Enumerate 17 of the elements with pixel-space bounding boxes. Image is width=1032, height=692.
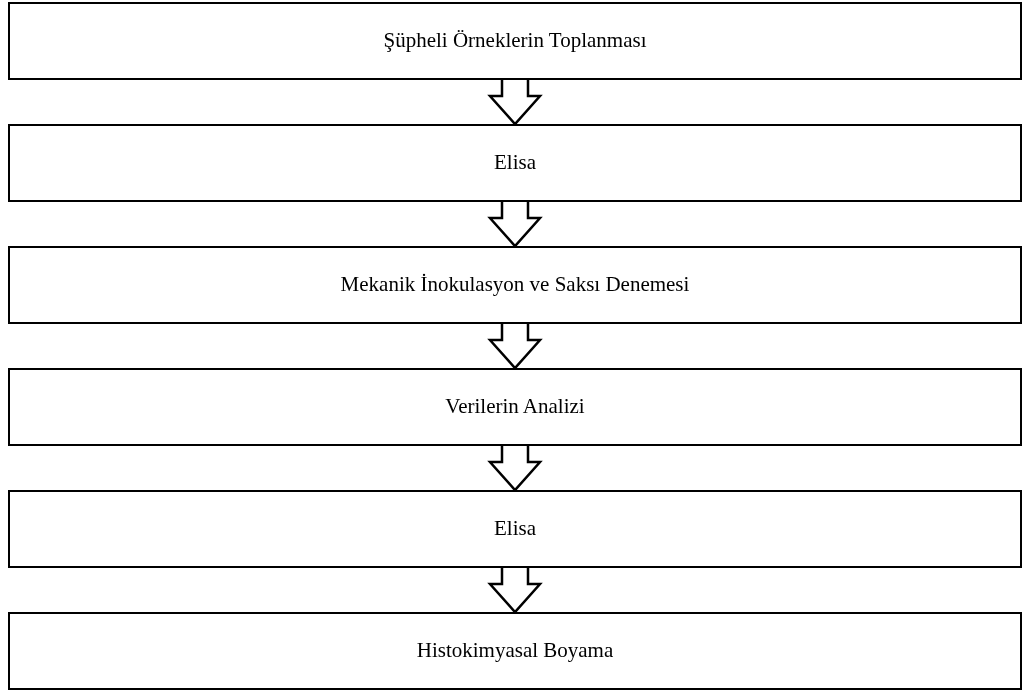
block-arrow <box>487 566 543 614</box>
block-arrow <box>487 200 543 248</box>
block-arrow <box>487 322 543 370</box>
block-arrow <box>487 444 543 492</box>
process-box <box>8 246 1022 324</box>
process-box <box>8 368 1022 446</box>
step-label: Elisa <box>494 149 536 177</box>
block-arrow <box>487 78 543 126</box>
process-box <box>8 2 1022 80</box>
process-box <box>8 124 1022 202</box>
step-label: Verilerin Analizi <box>445 393 585 421</box>
process-box <box>8 612 1022 690</box>
step-label: Histokimyasal Boyama <box>416 637 614 665</box>
step-label: Elisa <box>494 515 536 543</box>
step-label: Mekanik İnokulasyon ve Saksı Denemesi <box>340 271 690 299</box>
step-label: Şüpheli Örneklerin Toplanması <box>383 27 647 55</box>
process-box <box>8 490 1022 568</box>
